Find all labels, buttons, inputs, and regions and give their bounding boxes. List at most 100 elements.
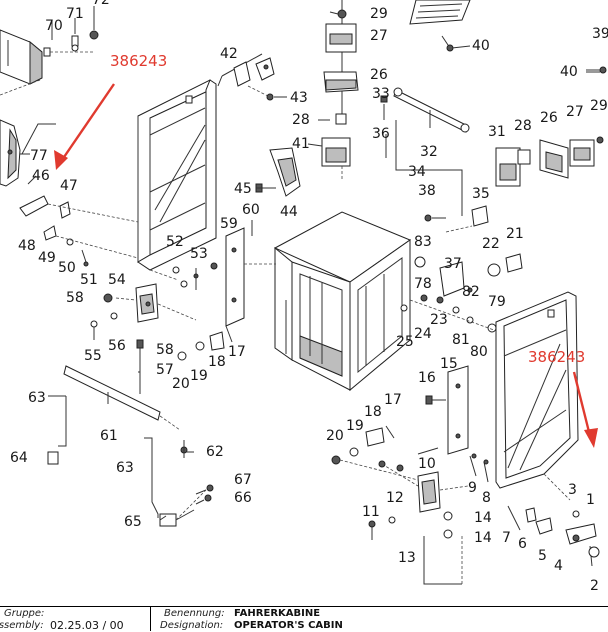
callout-11: 11 <box>362 504 380 520</box>
callout-14-upper: 14 <box>474 510 492 526</box>
callout-18-right: 18 <box>364 404 382 420</box>
callout-58-center: 58 <box>156 342 174 358</box>
callout-45: 45 <box>234 181 252 197</box>
callout-59: 59 <box>220 216 238 232</box>
callout-64: 64 <box>10 450 28 466</box>
callout-51: 51 <box>80 272 98 288</box>
handrail-32 <box>380 87 470 216</box>
callout-22: 22 <box>482 236 500 252</box>
designation-value: OPERATOR'S CABIN <box>234 620 343 631</box>
callout-23: 23 <box>430 312 448 328</box>
callout-37: 37 <box>444 256 462 272</box>
callout-27-top: 27 <box>370 28 388 44</box>
mirror-assembly-top-left <box>0 6 99 96</box>
callout-47: 47 <box>60 178 78 194</box>
step-plate-40 <box>409 0 607 74</box>
callout-72: 72 <box>92 0 110 8</box>
callout-77: 77 <box>30 148 48 164</box>
callout-25: 25 <box>396 334 414 350</box>
fasteners-right-upper <box>400 205 523 333</box>
callout-8: 8 <box>482 490 491 506</box>
callout-3: 3 <box>568 482 577 498</box>
callout-28-right: 28 <box>514 118 532 134</box>
callout-58-left: 58 <box>66 290 84 306</box>
hinge-bracket-42 <box>217 53 286 101</box>
callout-50: 50 <box>58 260 76 276</box>
callout-34: 34 <box>408 164 426 180</box>
callout-14-lower: 14 <box>474 530 492 546</box>
callout-12: 12 <box>386 490 404 506</box>
callout-67: 67 <box>234 472 252 488</box>
callout-20-left: 20 <box>172 376 190 392</box>
callout-57: 57 <box>156 362 174 378</box>
callout-40-top: 40 <box>472 38 490 54</box>
callout-70: 70 <box>45 18 63 34</box>
callout-52: 52 <box>166 234 184 250</box>
callout-46: 46 <box>32 168 50 184</box>
door-lock-54 <box>103 283 197 323</box>
designation-label: Designation: <box>160 620 224 631</box>
pins-52-53 <box>172 262 218 290</box>
title-block: Gruppe: Assembly: 02.25.03 / 00 Benennun… <box>0 606 608 632</box>
operator-cab-body <box>273 211 412 392</box>
callout-78: 78 <box>414 276 432 292</box>
slide-rail-61 <box>47 365 188 465</box>
callout-66: 66 <box>234 490 252 506</box>
callout-41: 41 <box>292 136 310 152</box>
callout-53: 53 <box>190 246 208 262</box>
door-frame-left <box>137 79 217 281</box>
callout-55: 55 <box>84 348 102 364</box>
callout-19-right: 19 <box>346 418 364 434</box>
callout-61: 61 <box>100 428 118 444</box>
callout-62: 62 <box>206 444 224 460</box>
name-label: Benennung: <box>164 608 225 619</box>
callout-79: 79 <box>488 294 506 310</box>
part-number-label-right: 386243 <box>528 348 585 366</box>
callout-7: 7 <box>502 530 511 546</box>
callout-26-right: 26 <box>540 110 558 126</box>
callout-44: 44 <box>280 204 298 220</box>
callout-63-lower: 63 <box>116 460 134 476</box>
callout-36: 36 <box>372 126 390 142</box>
callout-65: 65 <box>124 514 142 530</box>
callout-33: 33 <box>372 86 390 102</box>
callout-16: 16 <box>418 370 436 386</box>
callout-29-top: 29 <box>370 6 388 22</box>
callout-24: 24 <box>414 326 432 342</box>
callout-83: 83 <box>414 234 432 250</box>
callout-42: 42 <box>220 46 238 62</box>
callout-17-right: 17 <box>384 392 402 408</box>
callout-26-center: 26 <box>370 67 388 83</box>
bracket-44 <box>255 147 301 197</box>
title-block-divider <box>150 607 151 631</box>
callout-81: 81 <box>452 332 470 348</box>
door-frame-right <box>495 291 579 501</box>
callout-39: 39 <box>592 26 608 42</box>
assembly-label: Assembly: <box>0 620 44 631</box>
callout-28-center: 28 <box>292 112 310 128</box>
leader-lines <box>21 11 600 521</box>
callout-27-right: 27 <box>566 104 584 120</box>
callout-13: 13 <box>398 550 416 566</box>
callout-4: 4 <box>554 558 563 574</box>
center-latch-stack <box>321 0 359 180</box>
callout-48: 48 <box>18 238 36 254</box>
plate-59 <box>225 220 276 327</box>
callout-71: 71 <box>66 6 84 22</box>
callout-32: 32 <box>420 144 438 160</box>
callout-5: 5 <box>538 548 547 564</box>
callout-21: 21 <box>506 226 524 242</box>
callout-60: 60 <box>242 202 260 218</box>
callout-31: 31 <box>488 124 506 140</box>
callout-80: 80 <box>470 344 488 360</box>
rod-assembly-63 <box>144 437 214 527</box>
hinge-set-right-lower <box>469 453 600 567</box>
callout-82: 82 <box>462 284 480 300</box>
callout-20-right: 20 <box>326 428 344 444</box>
callout-40-right: 40 <box>560 64 578 80</box>
fasteners-right-cluster <box>331 425 419 481</box>
part-number-label-left: 386243 <box>110 52 167 70</box>
callout-38: 38 <box>418 183 436 199</box>
callout-54: 54 <box>108 272 126 288</box>
